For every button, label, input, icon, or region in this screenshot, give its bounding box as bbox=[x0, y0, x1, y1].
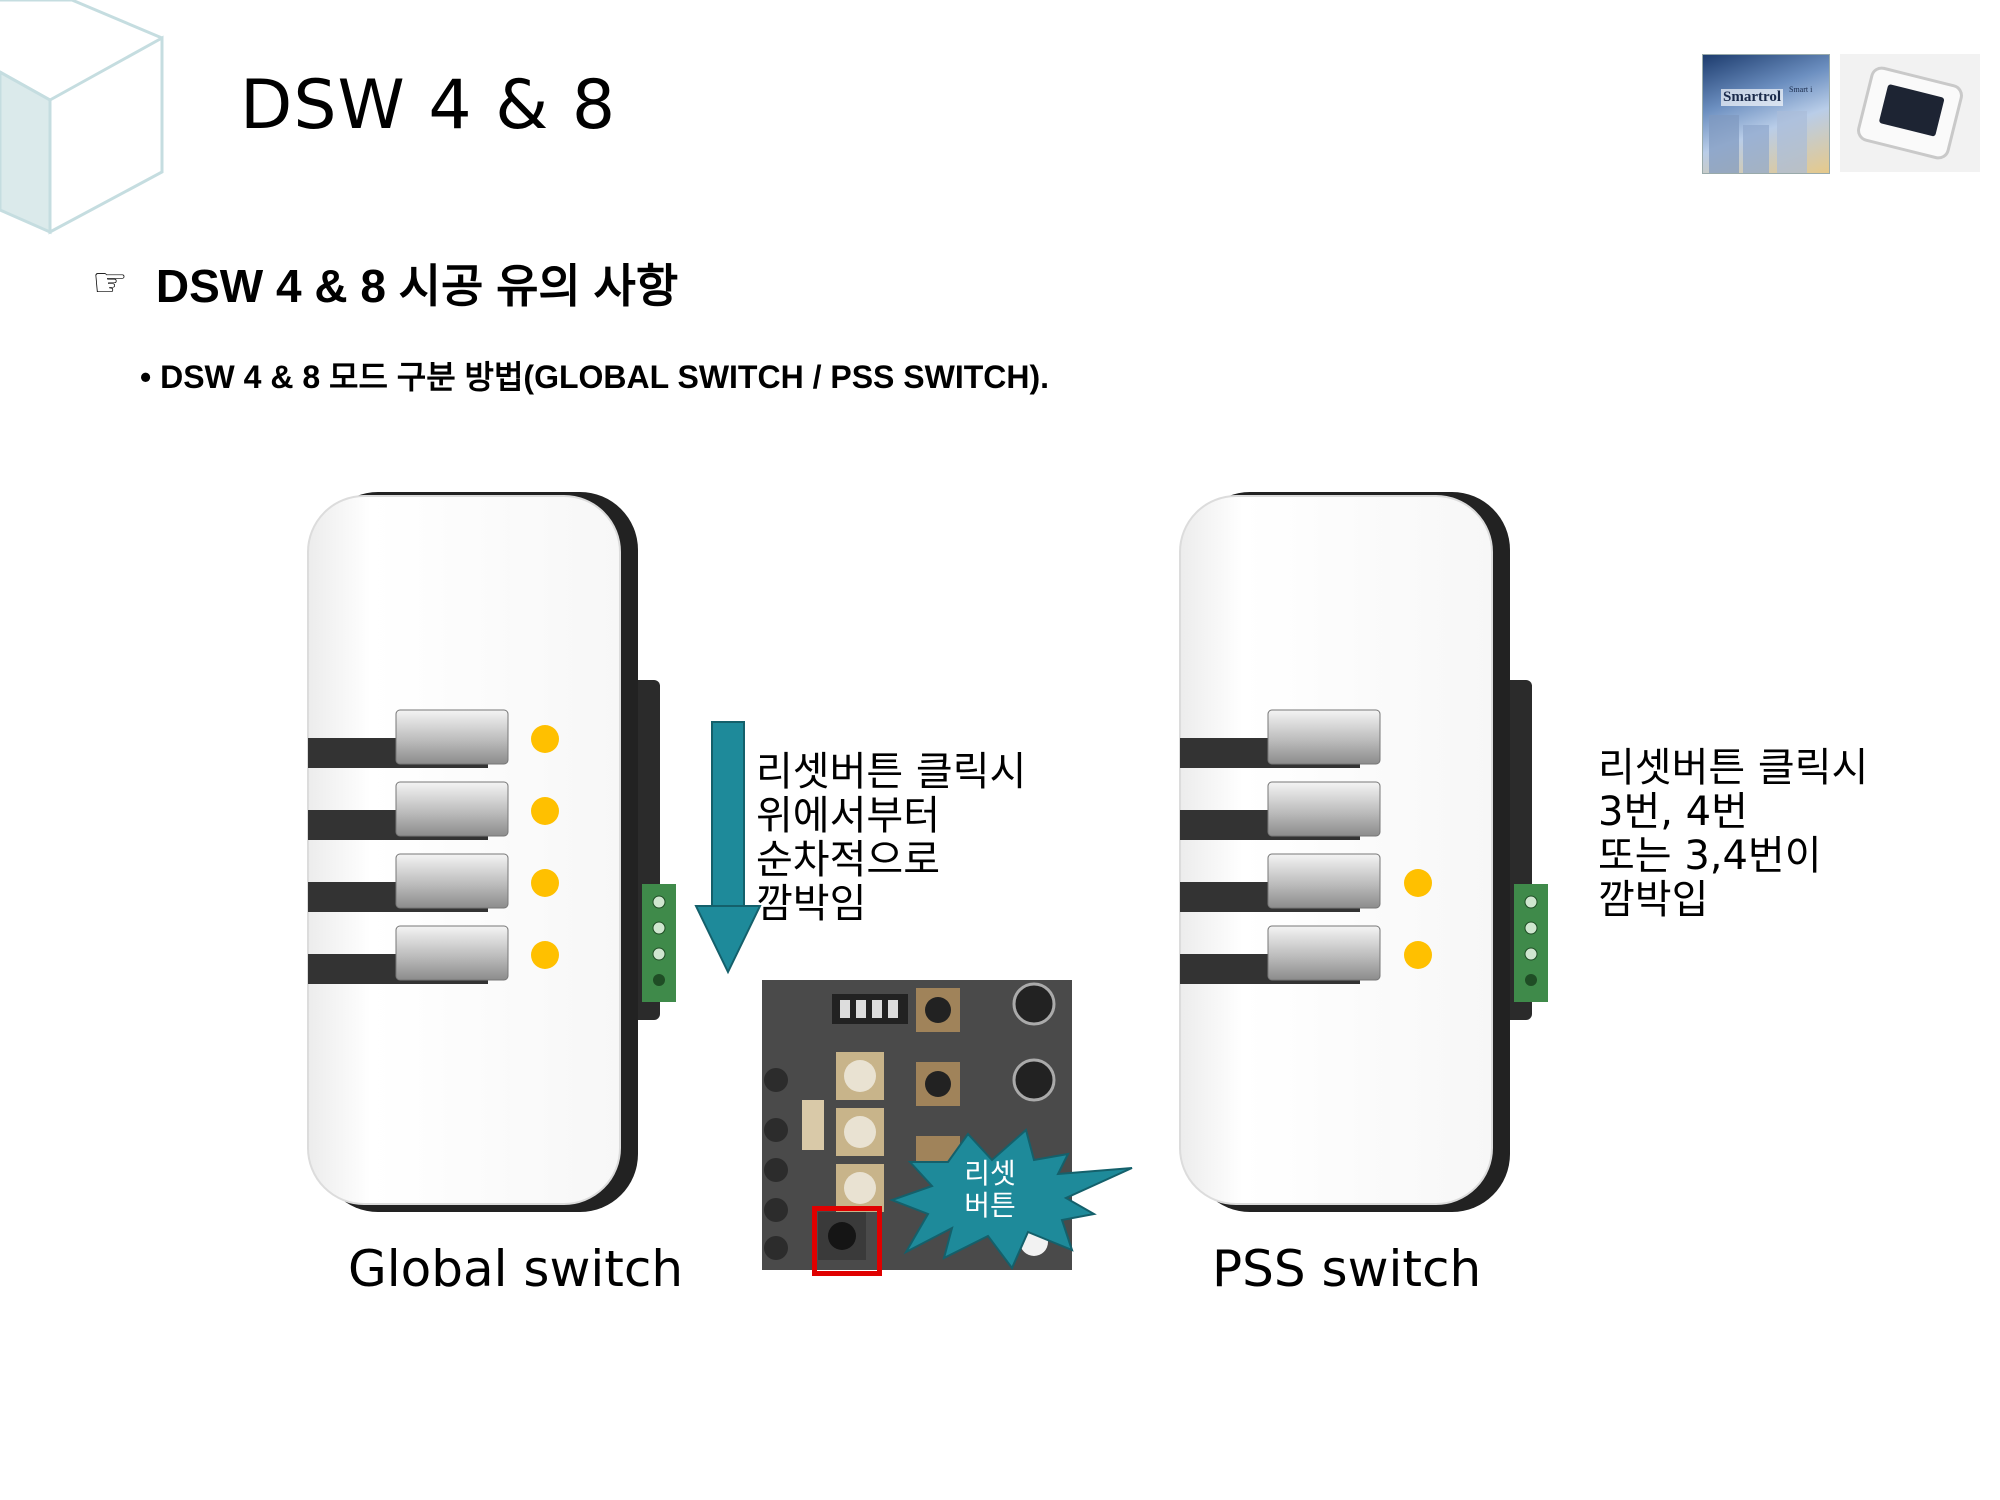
section-heading-text: DSW 4 & 8 시공 유의 사항 bbox=[155, 260, 679, 312]
smartrol-logo-image: Smartrol Smart i bbox=[1702, 54, 1830, 174]
reset-button-highlight bbox=[812, 1206, 882, 1276]
global-led-1 bbox=[531, 725, 559, 753]
global-led-3 bbox=[531, 869, 559, 897]
global-switch-caption: Global switch bbox=[348, 1240, 684, 1298]
reset-callout-starburst bbox=[889, 1128, 1133, 1270]
decorative-cube bbox=[0, 0, 164, 235]
down-arrow-icon bbox=[694, 721, 762, 975]
pointing-hand-icon: ☞ bbox=[92, 260, 128, 306]
global-note-line-3: 순차적으로 bbox=[756, 837, 940, 883]
reset-callout-label: 리셋 버튼 bbox=[962, 1158, 1018, 1222]
pss-led-4 bbox=[1404, 941, 1432, 969]
pss-led-3 bbox=[1404, 869, 1432, 897]
pss-switch-device bbox=[1179, 492, 1548, 1212]
pss-switch-caption: PSS switch bbox=[1212, 1240, 1482, 1298]
pss-note-line-3: 또는 3,4번이 bbox=[1598, 833, 1822, 879]
touch-panel-photo bbox=[1840, 54, 1980, 172]
callout-line-2: 버튼 bbox=[964, 1189, 1016, 1222]
global-switch-device bbox=[307, 492, 676, 1212]
global-switch-note: 리셋버튼 클릭시 위에서부터 순차적으로 깜박임 bbox=[756, 750, 1026, 926]
pss-note-line-4: 깜박입 bbox=[1598, 877, 1709, 923]
bullet-item: • DSW 4 & 8 모드 구분 방법(GLOBAL SWITCH / PSS… bbox=[140, 359, 1050, 395]
callout-line-1: 리셋 bbox=[964, 1157, 1016, 1190]
page-title: DSW 4 & 8 bbox=[240, 66, 617, 145]
pss-note-line-1: 리셋버튼 클릭시 bbox=[1598, 745, 1869, 791]
global-led-4 bbox=[531, 941, 559, 969]
section-heading: ☞ DSW 4 & 8 시공 유의 사항 bbox=[92, 250, 678, 316]
pss-note-line-2: 3번, 4번 bbox=[1598, 789, 1748, 835]
pss-switch-note: 리셋버튼 클릭시 3번, 4번 또는 3,4번이 깜박입 bbox=[1598, 746, 1868, 922]
global-note-line-4: 깜박임 bbox=[756, 881, 867, 927]
logo-text: Smartrol bbox=[1721, 89, 1784, 106]
global-note-line-1: 리셋버튼 클릭시 bbox=[756, 749, 1027, 795]
logo-tagline: Smart i bbox=[1789, 85, 1813, 94]
global-led-2 bbox=[531, 797, 559, 825]
global-note-line-2: 위에서부터 bbox=[756, 793, 940, 839]
